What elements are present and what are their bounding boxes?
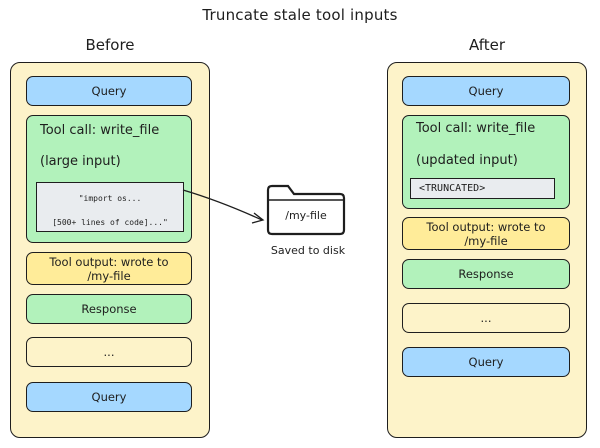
folder-icon	[266, 184, 346, 236]
before-code-block: "import os... [500+ lines of code]..."	[36, 182, 184, 232]
before-query-bottom: Query	[26, 382, 192, 412]
after-truncated-block: <TRUNCATED>	[410, 178, 555, 199]
code-line-2: [500+ lines of code]..."	[52, 218, 168, 227]
diagram-title: Truncate stale tool inputs	[202, 6, 398, 24]
after-ellipsis: ...	[402, 303, 570, 333]
after-response: Response	[402, 259, 570, 289]
before-input-label: (large input)	[40, 154, 121, 169]
after-query-top: Query	[402, 76, 570, 106]
after-tool-call-box: Tool call: write_file (updated input) <T…	[402, 115, 570, 209]
before-heading: Before	[85, 36, 135, 54]
before-tool-call-label: Tool call: write_file	[40, 123, 160, 138]
before-query-top: Query	[26, 76, 192, 106]
after-tool-call-label: Tool call: write_file	[416, 121, 536, 136]
after-input-label: (updated input)	[416, 153, 518, 168]
disk-file-label: /my-file	[285, 209, 327, 222]
before-ellipsis: ...	[26, 337, 192, 367]
after-heading: After	[468, 36, 506, 54]
after-query-bottom: Query	[402, 347, 570, 377]
disk-caption: Saved to disk	[270, 244, 346, 257]
save-arrow	[182, 189, 263, 221]
before-response: Response	[26, 294, 192, 324]
after-tool-output: Tool output: wrote to /my-file	[402, 217, 570, 250]
code-line-1: "import os...	[78, 194, 142, 203]
before-tool-call-box: Tool call: write_file (large input) "imp…	[26, 115, 192, 243]
save-arrow-head	[251, 212, 265, 224]
before-tool-output: Tool output: wrote to /my-file	[26, 252, 192, 285]
